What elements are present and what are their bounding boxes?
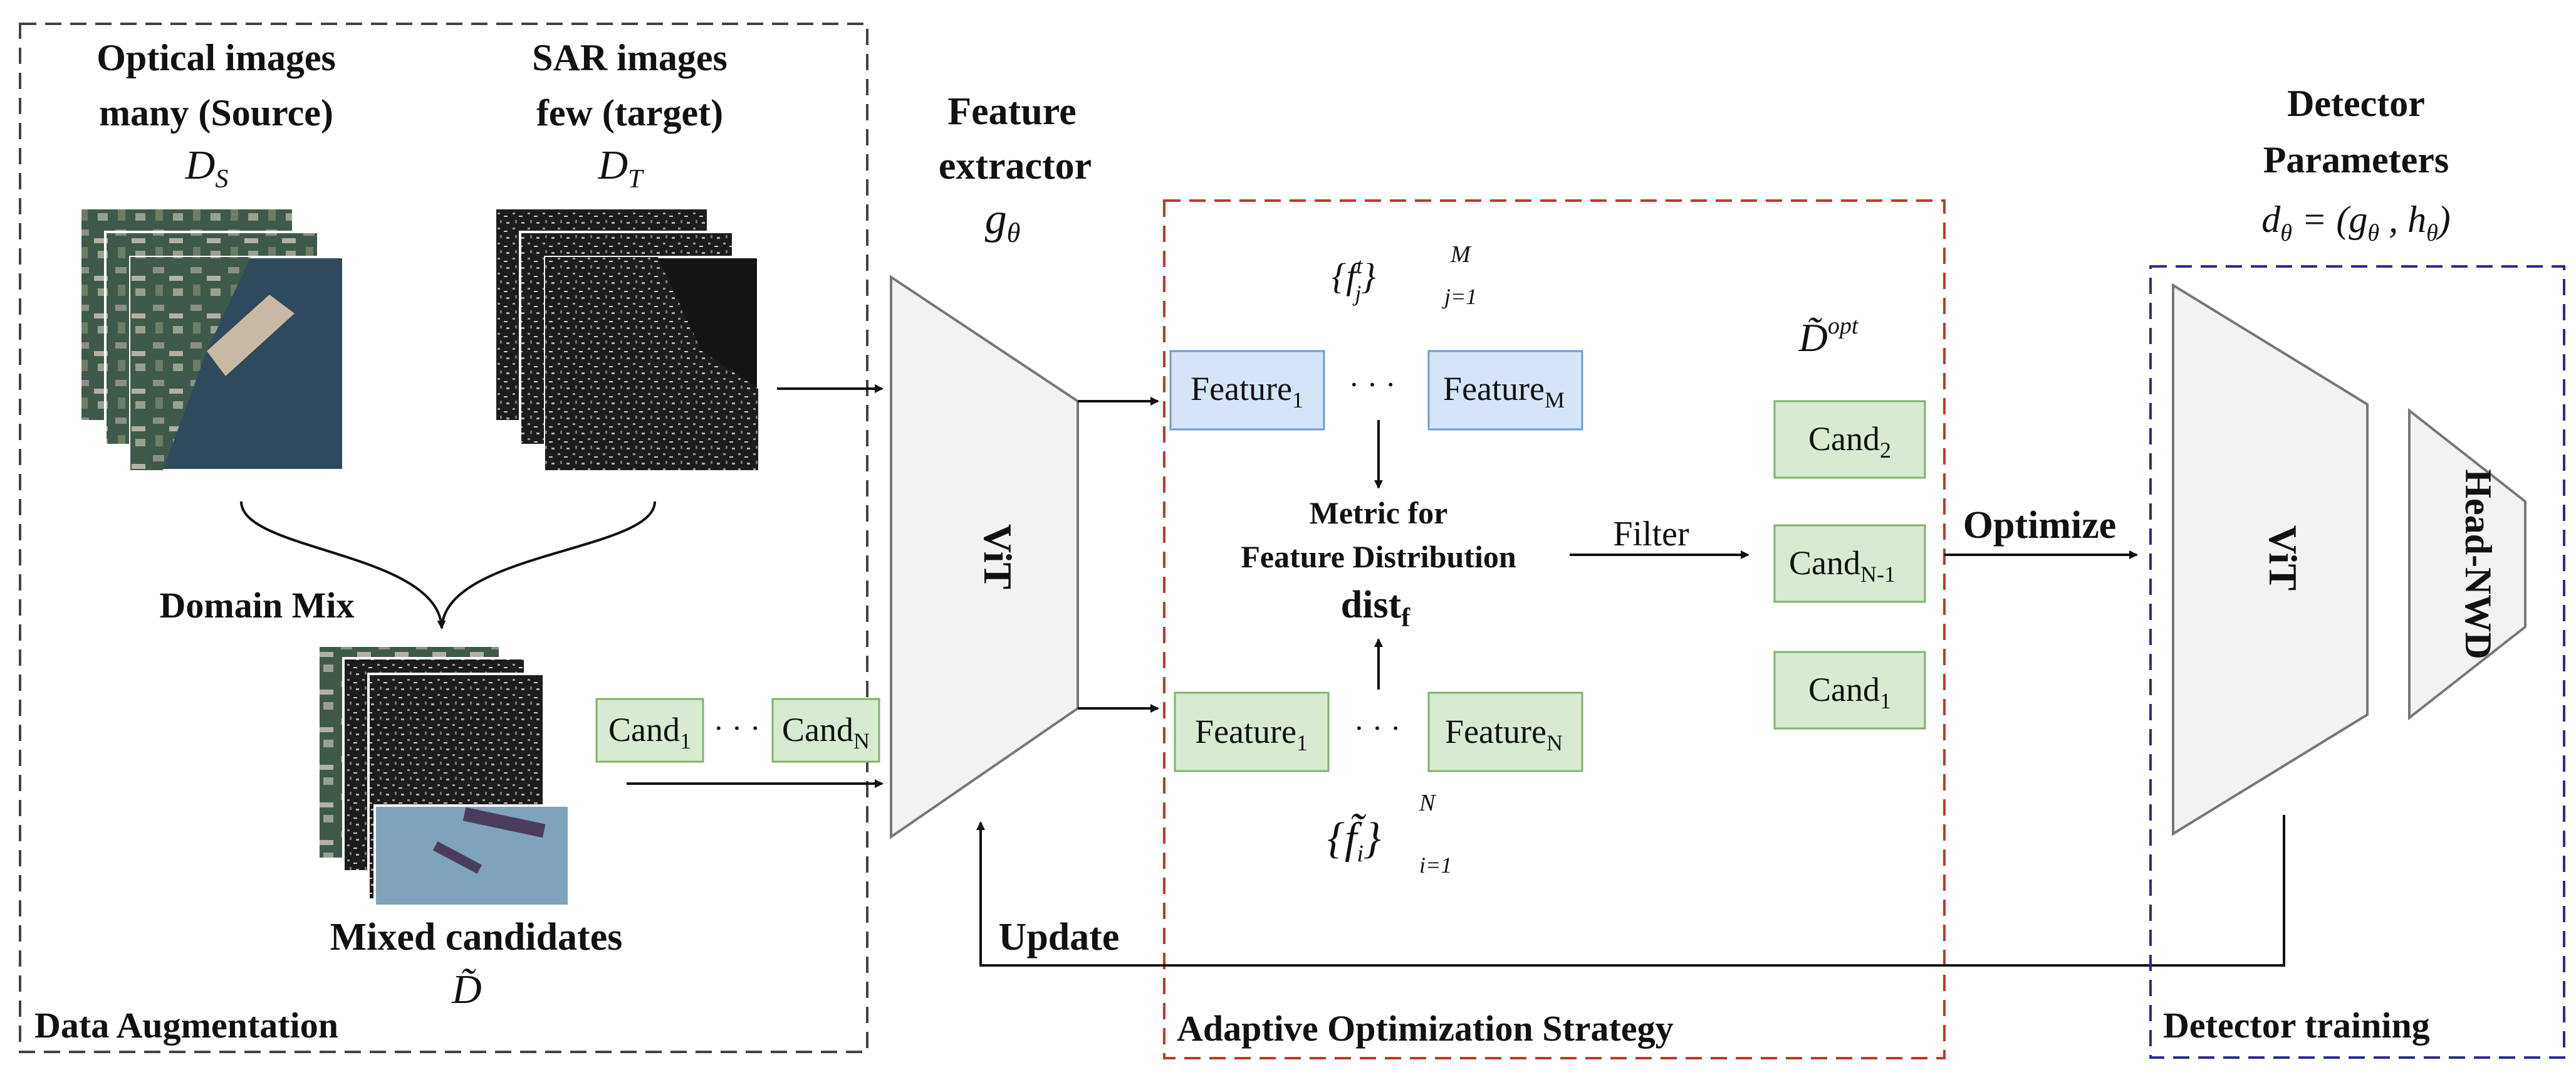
target-feature-1-label: Feature1	[1191, 370, 1303, 412]
sar-title-line2: few (target)	[536, 92, 723, 134]
mixed-feature-1-box	[1174, 691, 1330, 772]
detector-head	[2408, 407, 2526, 721]
metric-title-line1: Metric for	[1310, 495, 1448, 530]
optimal-cand-1-label: Cand1	[1808, 671, 1891, 713]
cand-n-box	[771, 698, 880, 763]
optical-title-line2: many (Source)	[99, 92, 333, 134]
optimal-cand-2-box	[1773, 400, 1926, 479]
domain-mix-label: Domain Mix	[160, 585, 355, 626]
update-feedback-line	[976, 815, 2285, 967]
detector-title-line1: Detector	[2287, 83, 2425, 124]
cand-1-box	[595, 698, 704, 763]
optical-title-line1: Optical images	[96, 37, 336, 78]
update-label: Update	[999, 916, 1120, 959]
mixed-candidates-symbol: D̃	[451, 967, 482, 1012]
domain-mix-curve-left	[240, 501, 446, 629]
sar-image-stack	[494, 207, 759, 471]
mixed-feature-n-box	[1427, 691, 1583, 772]
domain-mix-curve-right	[441, 501, 656, 629]
detector-vit	[2172, 283, 2369, 836]
aos-frame	[1163, 199, 1946, 1059]
feature-extractor-title-line2: extractor	[939, 145, 1092, 187]
metric-dist-label: distf	[1341, 584, 1411, 633]
optimal-cand-1-box	[1773, 651, 1926, 730]
optical-image-stack	[79, 207, 345, 471]
feature-extractor-title-line1: Feature	[947, 90, 1076, 133]
metric-title-line2: Feature Distribution	[1241, 539, 1516, 574]
sar-domain-symbol: DT	[597, 142, 644, 194]
optimal-cand-n1-label: CandN-1	[1789, 544, 1895, 587]
mixed-feature-ellipsis: · · ·	[1354, 710, 1401, 745]
mixed-image-stack	[317, 644, 570, 907]
mixed-candidates-label: Mixed candidates	[330, 916, 623, 959]
target-feature-m-box	[1427, 350, 1583, 431]
sar-title-line1: SAR images	[532, 37, 727, 78]
target-feature-m-label: FeatureM	[1443, 370, 1565, 412]
optimal-cand-2-label: Cand2	[1808, 420, 1891, 463]
target-feature-ellipsis: · · ·	[1349, 367, 1396, 402]
cand-n-label: CandN	[782, 711, 870, 754]
detector-formula: dθ = (gθ , hθ)	[2261, 199, 2450, 246]
cand-1-label: Cand1	[608, 711, 691, 754]
target-feature-set-upper: M	[1450, 241, 1472, 268]
optimize-label: Optimize	[1963, 504, 2117, 547]
mixed-feature-n-label: FeatureN	[1445, 713, 1563, 755]
mixed-feature-1-label: Feature1	[1195, 713, 1308, 755]
target-feature-set-range: j=1	[1442, 284, 1477, 309]
detector-head-label: Head-NWD	[2458, 469, 2499, 659]
detector-vit-label: ViT	[2261, 525, 2305, 591]
optimal-cand-n1-box	[1773, 524, 1926, 603]
feature-extractor-vit-label: ViT	[976, 524, 1020, 589]
cand-ellipsis: · · ·	[714, 710, 761, 745]
feature-extractor-symbol: gθ	[985, 195, 1021, 248]
detector-training-label: Detector training	[2163, 1005, 2430, 1046]
aos-section-label: Adaptive Optimization Strategy	[1177, 1008, 1674, 1049]
detector-title-line2: Parameters	[2263, 139, 2449, 181]
optical-domain-symbol: DS	[185, 142, 229, 194]
mixed-feature-set-range: i=1	[1419, 853, 1452, 878]
data-augmentation-frame	[19, 23, 868, 1053]
mixed-feature-set: {f̃i}	[1327, 814, 1381, 867]
target-feature-1-box	[1169, 350, 1325, 431]
mixed-feature-set-upper: N	[1419, 790, 1437, 816]
optimal-set-symbol: D̃opt	[1798, 313, 1859, 360]
data-augmentation-label: Data Augmentation	[34, 1005, 338, 1046]
filter-label: Filter	[1613, 515, 1689, 554]
detector-training-frame	[2149, 265, 2565, 1059]
